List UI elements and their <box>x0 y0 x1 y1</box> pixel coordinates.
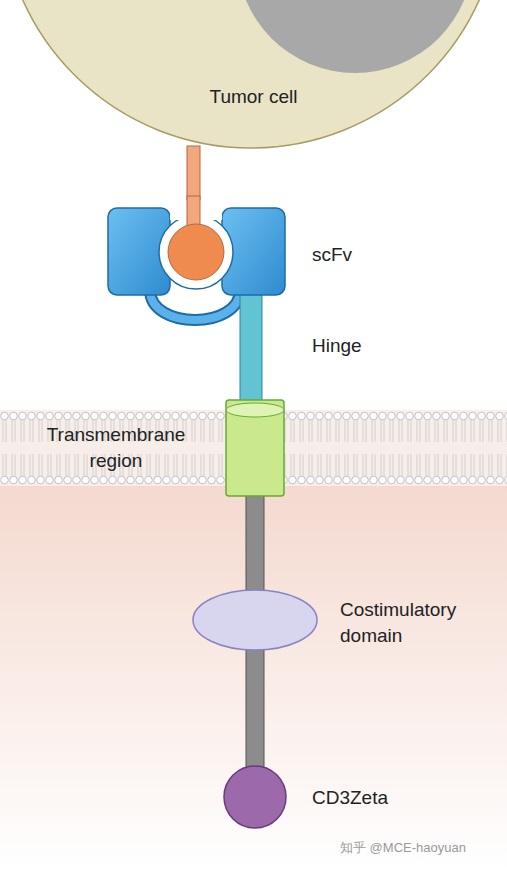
part-label: Hinge <box>312 333 432 359</box>
tumor-cell: Tumor cell <box>0 0 507 150</box>
watermark: 知乎 @MCE-haoyuan <box>340 838 507 857</box>
part-label: Costimulatory domain <box>340 597 480 649</box>
cell-label: Tumor cell <box>0 86 507 108</box>
part-label: CD3Zeta <box>312 785 432 811</box>
part-label: scFv <box>312 242 432 268</box>
cell-outline <box>0 0 507 150</box>
part-label: Transmembrane region <box>30 422 202 474</box>
